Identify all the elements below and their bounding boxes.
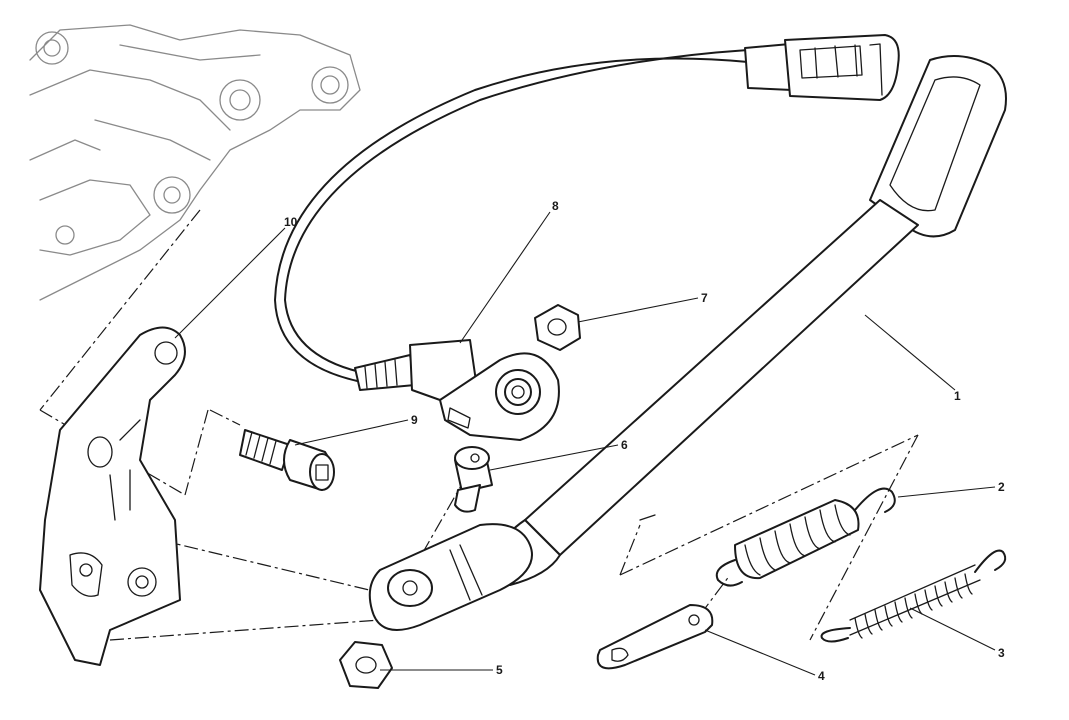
spring-part-3 — [820, 549, 1007, 643]
spring-part-2 — [715, 487, 896, 587]
washer-part-7 — [534, 304, 581, 351]
engine-casing-outline — [29, 24, 361, 301]
nut-part-5 — [339, 641, 393, 689]
callout-1: 1 — [954, 389, 961, 403]
callout-6: 6 — [621, 438, 628, 452]
stand-sensor-part-8 — [274, 49, 749, 441]
spring-plate-part-4 — [596, 604, 714, 670]
callout-9: 9 — [411, 413, 418, 427]
callout-7: 7 — [701, 291, 708, 305]
side-stand-part-1 — [368, 55, 1007, 631]
leader-lines — [174, 211, 996, 676]
callout-4: 4 — [818, 669, 825, 683]
sensor-connector — [744, 34, 900, 101]
callout-2: 2 — [998, 480, 1005, 494]
callout-3: 3 — [998, 646, 1005, 660]
callout-labels: 1 2 3 4 5 6 7 8 9 10 — [284, 199, 1005, 683]
callout-5: 5 — [496, 663, 503, 677]
bolt-part-9 — [239, 429, 335, 491]
pivot-bolt-part-6 — [454, 446, 493, 513]
side-stand-bracket — [39, 326, 186, 666]
callout-10: 10 — [284, 215, 298, 229]
callout-8: 8 — [552, 199, 559, 213]
